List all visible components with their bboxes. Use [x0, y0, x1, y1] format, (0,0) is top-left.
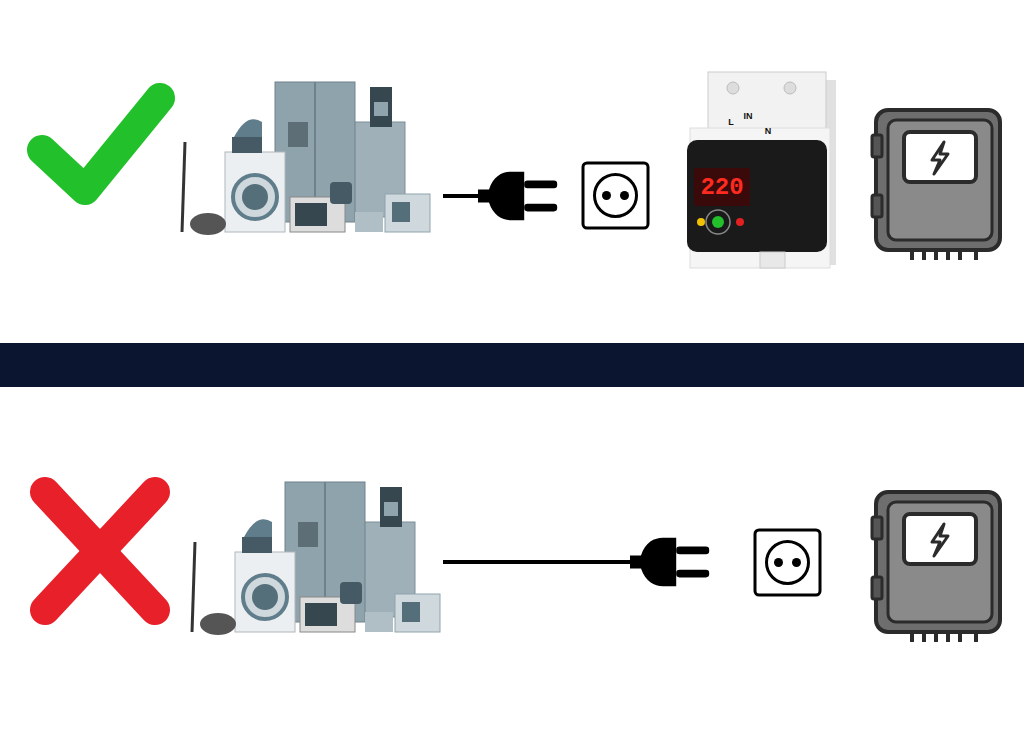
- appliance-group: [192, 482, 440, 635]
- divider-bar: [0, 343, 1024, 387]
- voltage-protector: [736, 218, 744, 226]
- voltage-protector: [760, 252, 785, 268]
- cross-mark: [45, 492, 155, 610]
- voltage-protector: [712, 216, 724, 228]
- terminal-label: L: [728, 118, 734, 127]
- terminal-label: IN: [744, 112, 753, 121]
- cross-mark: [45, 492, 155, 610]
- check-mark: [42, 98, 160, 190]
- voltage-protector: [687, 140, 827, 252]
- terminal-label: N: [765, 127, 772, 136]
- cross-mark: [45, 492, 155, 610]
- electrical-panel: [872, 110, 1000, 260]
- cord: [443, 194, 480, 198]
- voltage-display: 220: [700, 176, 743, 200]
- socket-icon: [755, 530, 820, 595]
- voltage-protector: [727, 82, 739, 94]
- plug-icon: [478, 172, 557, 220]
- voltage-protector: [687, 72, 836, 268]
- appliance-group: [182, 82, 430, 235]
- plug-icon: [630, 538, 709, 586]
- cord: [443, 560, 632, 564]
- electrical-panel: [872, 492, 1000, 642]
- voltage-protector: [706, 210, 730, 234]
- voltage-protector: [697, 218, 705, 226]
- voltage-protector: [784, 82, 796, 94]
- voltage-protector: [694, 168, 750, 206]
- socket-icon: [583, 163, 648, 228]
